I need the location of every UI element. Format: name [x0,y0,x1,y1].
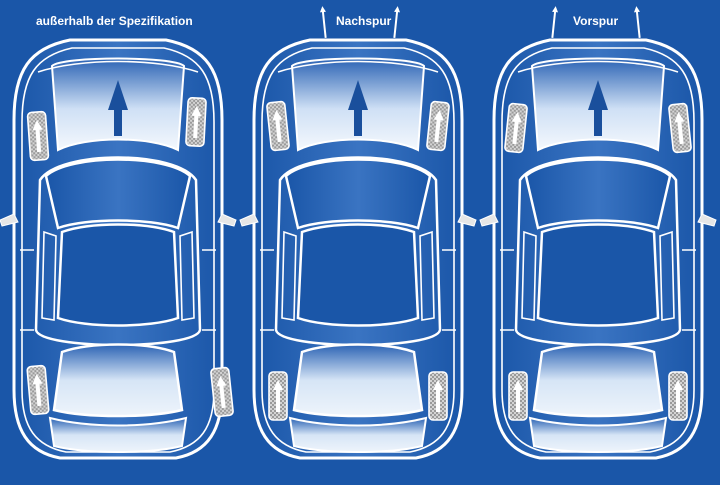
tire-rear-right [209,366,235,418]
tire-rear-left [508,371,528,421]
hint-arrow-left [319,5,329,39]
tire-front-right [425,100,451,152]
tire-rear-left [268,371,288,421]
tire-rear-left [26,364,50,416]
car-toe-out [238,5,478,460]
tire-front-left [265,100,291,152]
label-toe-in: Vorspur [573,14,619,28]
hint-arrow-right [633,5,643,39]
car-toe-in [478,5,718,460]
tire-front-left [26,110,50,162]
tire-front-right [667,102,693,154]
tire-front-right [184,96,208,148]
hint-arrow-left [549,5,559,39]
car-out-of-spec [0,38,238,460]
tire-front-left [503,102,529,154]
tire-rear-right [668,371,688,421]
hint-arrow-right [391,5,401,39]
label-out-of-spec: außerhalb der Spezifikation [36,14,193,28]
tire-rear-right [428,371,448,421]
label-toe-out: Nachspur [336,14,392,28]
